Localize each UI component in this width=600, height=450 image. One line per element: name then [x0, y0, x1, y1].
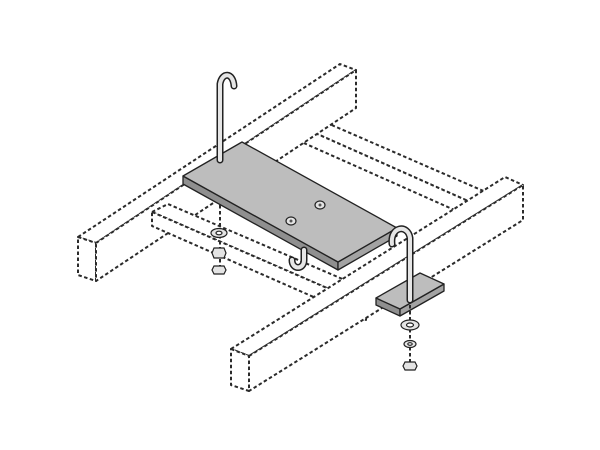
hex-nut-icon: [211, 247, 227, 259]
j-bolt-left: [216, 71, 238, 164]
rung-front: [151, 203, 383, 321]
right-hardware-stack: [400, 305, 420, 371]
hex-nut-icon: [211, 265, 227, 275]
left-hardware-stack: [210, 205, 228, 275]
j-bolt-right: [388, 225, 414, 304]
hex-nut-icon: [402, 361, 418, 371]
rail-front: [230, 176, 524, 392]
j-bolt-lower-hook: [288, 246, 308, 271]
